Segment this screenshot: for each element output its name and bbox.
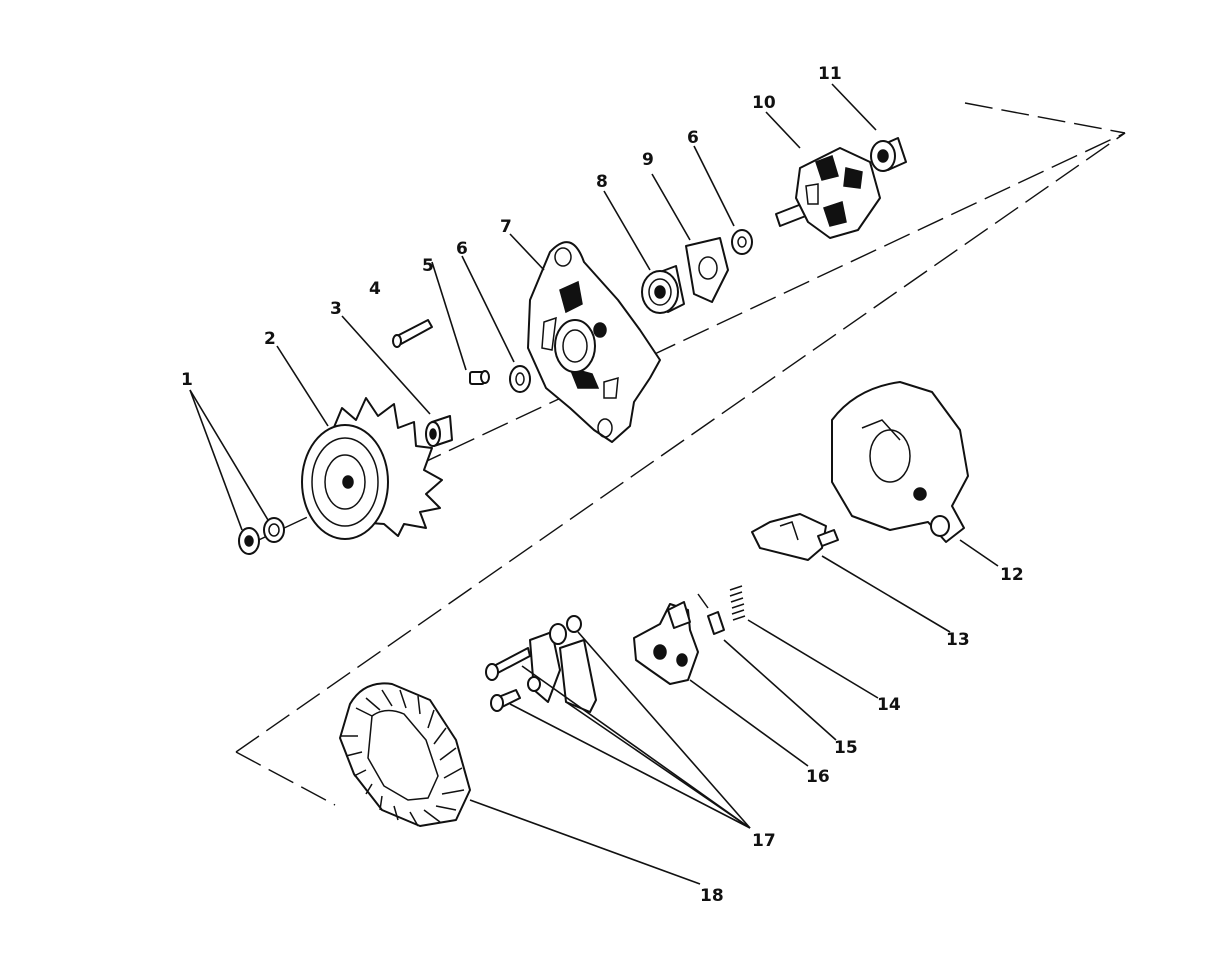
callout-9: 9 xyxy=(642,150,654,170)
callout-10: 10 xyxy=(752,93,776,113)
callout-labels: 1 2 3 4 5 6 7 8 9 6 10 11 12 13 14 15 16… xyxy=(181,64,1024,906)
part-ic-regulator xyxy=(751,513,839,561)
callout-6-front: 6 xyxy=(456,239,468,259)
part-slip-ring-end-frame xyxy=(831,381,969,543)
callout-1: 1 xyxy=(181,370,193,390)
part-washer-front xyxy=(509,365,531,393)
part-through-bolt xyxy=(392,319,433,348)
part-drive-end-frame xyxy=(527,241,661,443)
part-spacer xyxy=(425,415,453,447)
callout-2: 2 xyxy=(264,329,276,349)
callout-14: 14 xyxy=(877,695,901,715)
part-bearing-rear xyxy=(870,137,907,172)
leader-lines xyxy=(189,83,999,885)
part-bearing-front xyxy=(641,265,685,314)
callout-12: 12 xyxy=(1000,565,1024,585)
part-bearing-retainer xyxy=(685,237,729,303)
callout-16: 16 xyxy=(806,767,830,787)
part-washer-rear xyxy=(731,229,753,255)
callout-6-rear: 6 xyxy=(687,128,699,148)
callout-5: 5 xyxy=(422,256,434,276)
part-rotor xyxy=(775,147,881,239)
callout-3: 3 xyxy=(330,299,342,319)
callout-8: 8 xyxy=(596,172,608,192)
part-nut-and-washer xyxy=(238,517,285,555)
callout-17: 17 xyxy=(752,831,776,851)
callout-4: 4 xyxy=(369,279,381,299)
part-screw xyxy=(469,370,490,385)
part-brush-holder xyxy=(633,601,699,685)
callout-18: 18 xyxy=(700,886,724,906)
part-pulley-and-fan xyxy=(301,397,443,540)
callout-13: 13 xyxy=(946,630,970,650)
part-hardware-set xyxy=(485,615,597,713)
part-brush-spring xyxy=(729,585,746,621)
callout-15: 15 xyxy=(834,738,858,758)
part-stator xyxy=(339,682,471,827)
callout-11: 11 xyxy=(818,64,842,84)
callout-7: 7 xyxy=(500,217,512,237)
part-brush xyxy=(697,593,725,635)
